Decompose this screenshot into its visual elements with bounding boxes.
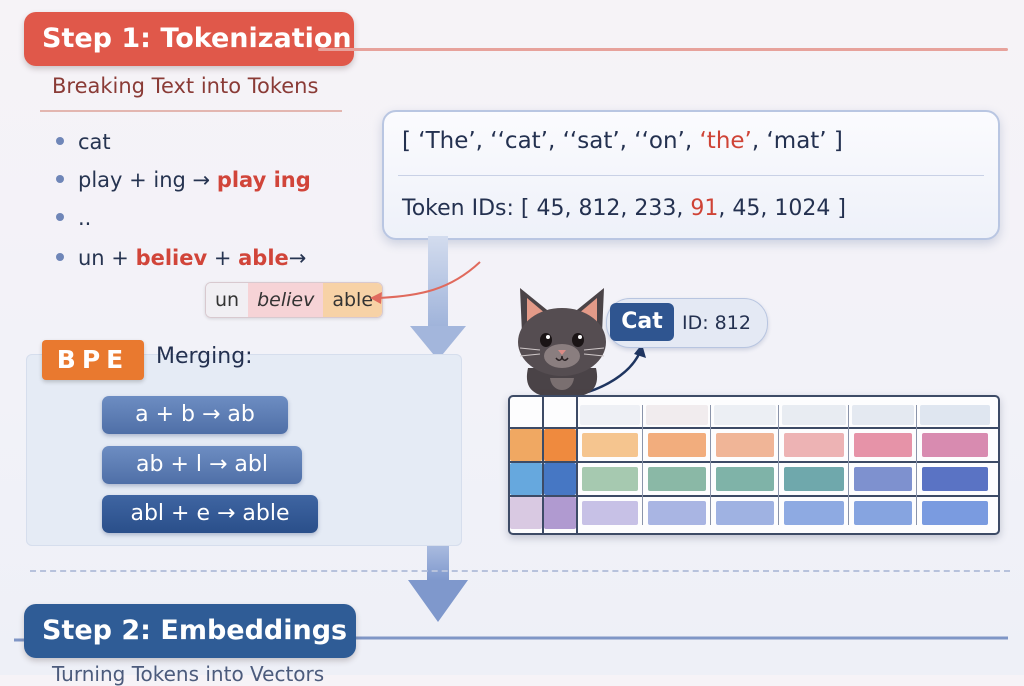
token-list: [ ‘The’, ‘‘cat’, ‘‘sat’, ‘‘on’, ‘the’, ‘… xyxy=(402,128,843,154)
embedding-cell xyxy=(784,501,844,525)
subword-segments: un believ able xyxy=(205,282,384,318)
bullet-cat: cat xyxy=(56,130,111,154)
step2-subtitle: Turning Tokens into Vectors xyxy=(52,662,325,686)
embedding-cell xyxy=(582,433,638,457)
row-key-cell xyxy=(544,429,576,461)
bullet-playing: play + ing → play ing xyxy=(56,168,311,192)
merge-rule-1: a + b → ab xyxy=(102,396,288,434)
step1-subtitle: Breaking Text into Tokens xyxy=(52,74,319,98)
subtitle-underline xyxy=(40,110,342,112)
table-grid-line xyxy=(510,427,998,429)
step1-title: Step 1: Tokenization xyxy=(42,23,352,54)
table-grid-line xyxy=(510,495,998,497)
highlighted-id: 91 xyxy=(690,196,719,221)
merge-rule-2: ab + l → abl xyxy=(102,446,302,484)
row-key-cell xyxy=(510,463,542,495)
table-grid-line xyxy=(916,405,917,525)
header-cell xyxy=(782,405,846,425)
cat-token-chip: Cat xyxy=(610,303,674,341)
embedding-cell xyxy=(784,467,844,491)
step1-banner: Step 1: Tokenization xyxy=(24,12,354,66)
cat-token-id: ID: 812 xyxy=(682,312,751,334)
step2-banner: Step 2: Embeddings xyxy=(24,604,356,658)
table-grid-line xyxy=(542,397,544,533)
bullet-ellipsis: .. xyxy=(56,206,91,230)
embedding-cell xyxy=(922,501,988,525)
bpe-badge: BPE xyxy=(42,340,144,380)
embedding-cell xyxy=(784,433,844,457)
embedding-cell xyxy=(922,467,988,491)
header-cell xyxy=(852,405,914,425)
table-grid-line xyxy=(710,405,711,525)
embedding-cell xyxy=(716,467,774,491)
bullet-dot xyxy=(56,137,64,145)
bullet-dot xyxy=(56,253,64,261)
row-key-cell xyxy=(544,497,576,529)
section-divider xyxy=(30,570,1010,572)
embedding-table xyxy=(508,395,1000,535)
embedding-cell xyxy=(716,433,774,457)
token-list-card: [ ‘The’, ‘‘cat’, ‘‘sat’, ‘‘on’, ‘the’, ‘… xyxy=(382,110,1000,240)
embedding-cell xyxy=(922,433,988,457)
curved-red-arrow-icon xyxy=(370,261,481,304)
embedding-cell xyxy=(582,467,638,491)
cat-icon xyxy=(518,288,606,398)
embedding-cell xyxy=(854,433,912,457)
table-grid-line xyxy=(778,405,779,525)
table-grid-line xyxy=(848,405,849,525)
segment-able: able xyxy=(323,283,383,317)
embedding-cell xyxy=(716,501,774,525)
card-divider xyxy=(398,175,984,176)
merging-label: Merging: xyxy=(156,344,253,369)
table-grid-line xyxy=(642,405,643,525)
highlighted-token: ‘the’ xyxy=(699,128,752,154)
bullet-dot xyxy=(56,213,64,221)
row-key-cell xyxy=(544,463,576,495)
embedding-cell xyxy=(582,501,638,525)
down-arrow-icon xyxy=(410,236,466,360)
token-ids: Token IDs: [ 45, 812, 233, 91, 45, 1024 … xyxy=(402,196,846,221)
embedding-cell xyxy=(854,501,912,525)
embedding-cell xyxy=(648,433,706,457)
row-key-cell xyxy=(510,497,542,529)
header-cell xyxy=(714,405,776,425)
embedding-cell xyxy=(648,467,706,491)
bullet-dot xyxy=(56,175,64,183)
segment-believ: believ xyxy=(248,283,324,317)
section-down-arrow-icon xyxy=(408,546,468,622)
row-key-cell xyxy=(510,429,542,461)
embedding-cell xyxy=(854,467,912,491)
step2-title: Step 2: Embeddings xyxy=(42,615,348,646)
segment-un: un xyxy=(206,283,249,317)
header-cell xyxy=(580,405,640,425)
embedding-cell xyxy=(648,501,706,525)
bullet-unbelievable: un + believ + able→ xyxy=(56,246,306,270)
header-cell xyxy=(646,405,708,425)
merge-rule-3: abl + e → able xyxy=(102,495,318,533)
table-grid-line xyxy=(576,397,578,533)
header-cell xyxy=(920,405,990,425)
table-grid-line xyxy=(510,461,998,463)
playing-result: play ing xyxy=(216,168,311,192)
step1-rule xyxy=(318,48,1008,51)
